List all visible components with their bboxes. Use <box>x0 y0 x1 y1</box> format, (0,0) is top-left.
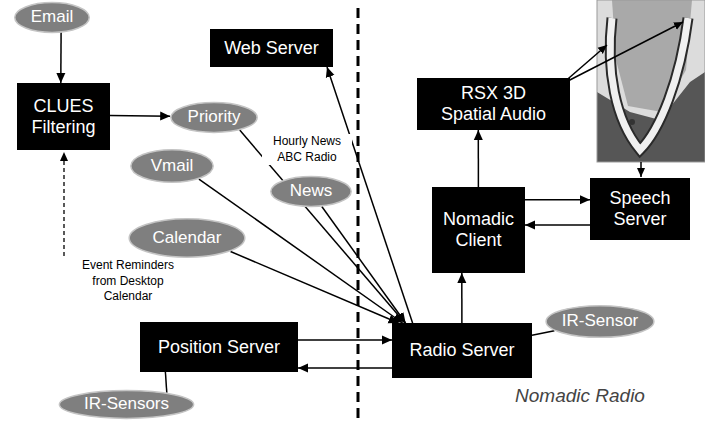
headset-photo <box>597 0 705 162</box>
mic-leader-line <box>640 162 642 177</box>
node-label: IR-Sensors <box>84 395 169 414</box>
source-ellipse: Calendar <box>128 218 246 258</box>
connector-arrow <box>60 33 62 83</box>
source-note: Event Reminders from Desktop Calendar <box>78 258 178 305</box>
connector-arrow <box>165 372 166 393</box>
component-box: Speech Server <box>590 178 690 240</box>
connector-arrow <box>231 252 399 324</box>
reminder-dashed-arrow <box>63 152 64 256</box>
node-label: Radio Server <box>409 340 514 361</box>
connector-arrow <box>298 339 392 341</box>
connector-arrow <box>298 367 392 369</box>
node-label: RSX 3D Spatial Audio <box>436 83 551 124</box>
source-note: Hourly News ABC Radio <box>262 134 352 165</box>
node-label: Priority <box>188 108 241 127</box>
source-ellipse: Priority <box>170 102 258 133</box>
connector-arrow <box>461 273 463 323</box>
node-label: Calendar <box>153 229 222 248</box>
system-title: Nomadic Radio <box>490 384 670 409</box>
component-box: Position Server <box>140 322 298 372</box>
component-box: RSX 3D Spatial Audio <box>417 78 570 130</box>
component-box: Nomadic Client <box>432 187 525 273</box>
node-label: Speech Server <box>596 188 684 229</box>
node-label: IR-Sensor <box>562 312 639 331</box>
node-label: Position Server <box>158 337 280 358</box>
source-ellipse: IR-Sensors <box>58 390 195 419</box>
connector-arrow <box>525 199 590 201</box>
connector-arrow <box>478 130 480 187</box>
source-ellipse: Vmail <box>130 149 214 183</box>
source-ellipse: IR-Sensor <box>545 305 655 338</box>
node-label: CLUES Filtering <box>23 96 104 137</box>
node-label: News <box>290 182 333 201</box>
component-box: Web Server <box>210 29 333 67</box>
node-label: Nomadic Client <box>438 209 519 250</box>
connector-arrow <box>532 331 554 336</box>
node-label: Email <box>31 8 74 27</box>
connector-arrow <box>525 224 590 226</box>
divider-line <box>357 8 360 421</box>
audio-leader-line <box>562 22 683 84</box>
connector-arrow <box>110 115 170 117</box>
component-box: Radio Server <box>392 323 532 378</box>
node-label: Web Server <box>224 38 319 59</box>
source-ellipse: News <box>270 176 352 207</box>
component-box: CLUES Filtering <box>17 83 110 150</box>
node-label: Vmail <box>151 157 194 176</box>
source-ellipse: Email <box>14 2 90 33</box>
